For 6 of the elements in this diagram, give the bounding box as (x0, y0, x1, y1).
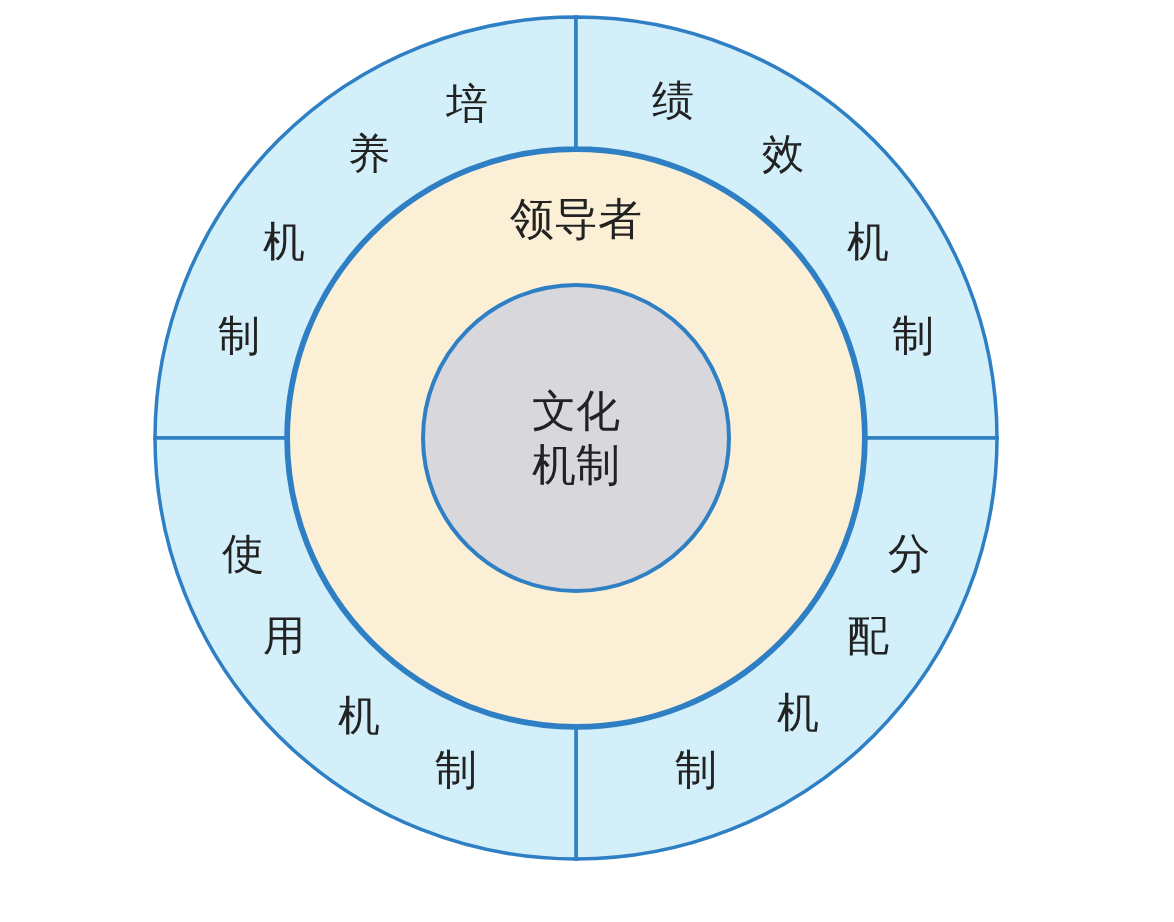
segment-label: 绩效机制 (652, 75, 934, 361)
segment-label: 培养机制 (218, 79, 489, 361)
segment-label: 使用机制 (222, 528, 477, 794)
segment-label: 分配机制 (675, 528, 930, 794)
center-label: 文化机制 (531, 384, 621, 492)
band-label: 领导者 (509, 192, 643, 246)
